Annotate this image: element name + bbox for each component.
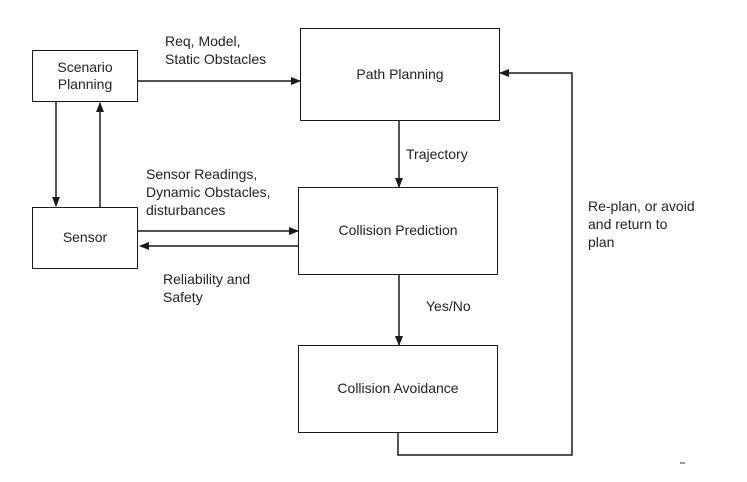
node-sensor: Sensor [32,207,138,269]
node-collision-prediction: Collision Prediction [298,187,498,275]
node-collision-avoidance: Collision Avoidance [298,345,498,433]
label-yes-no: Yes/No [426,298,471,314]
label-trajectory: Trajectory [406,146,468,162]
stray-mark [680,462,685,464]
edge-avoidance-to-path [397,69,573,456]
label-sensor-readings: Sensor Readings, Dynamic Obstacles, dist… [146,166,271,219]
label-replan: Re-plan, or avoid and return to plan [588,198,695,251]
label-req-model: Req, Model, Static Obstacles [165,33,267,68]
node-path-planning: Path Planning [300,28,500,121]
node-scenario-planning: Scenario Planning [32,50,138,102]
label-reliability: Reliability and Safety [163,271,251,306]
